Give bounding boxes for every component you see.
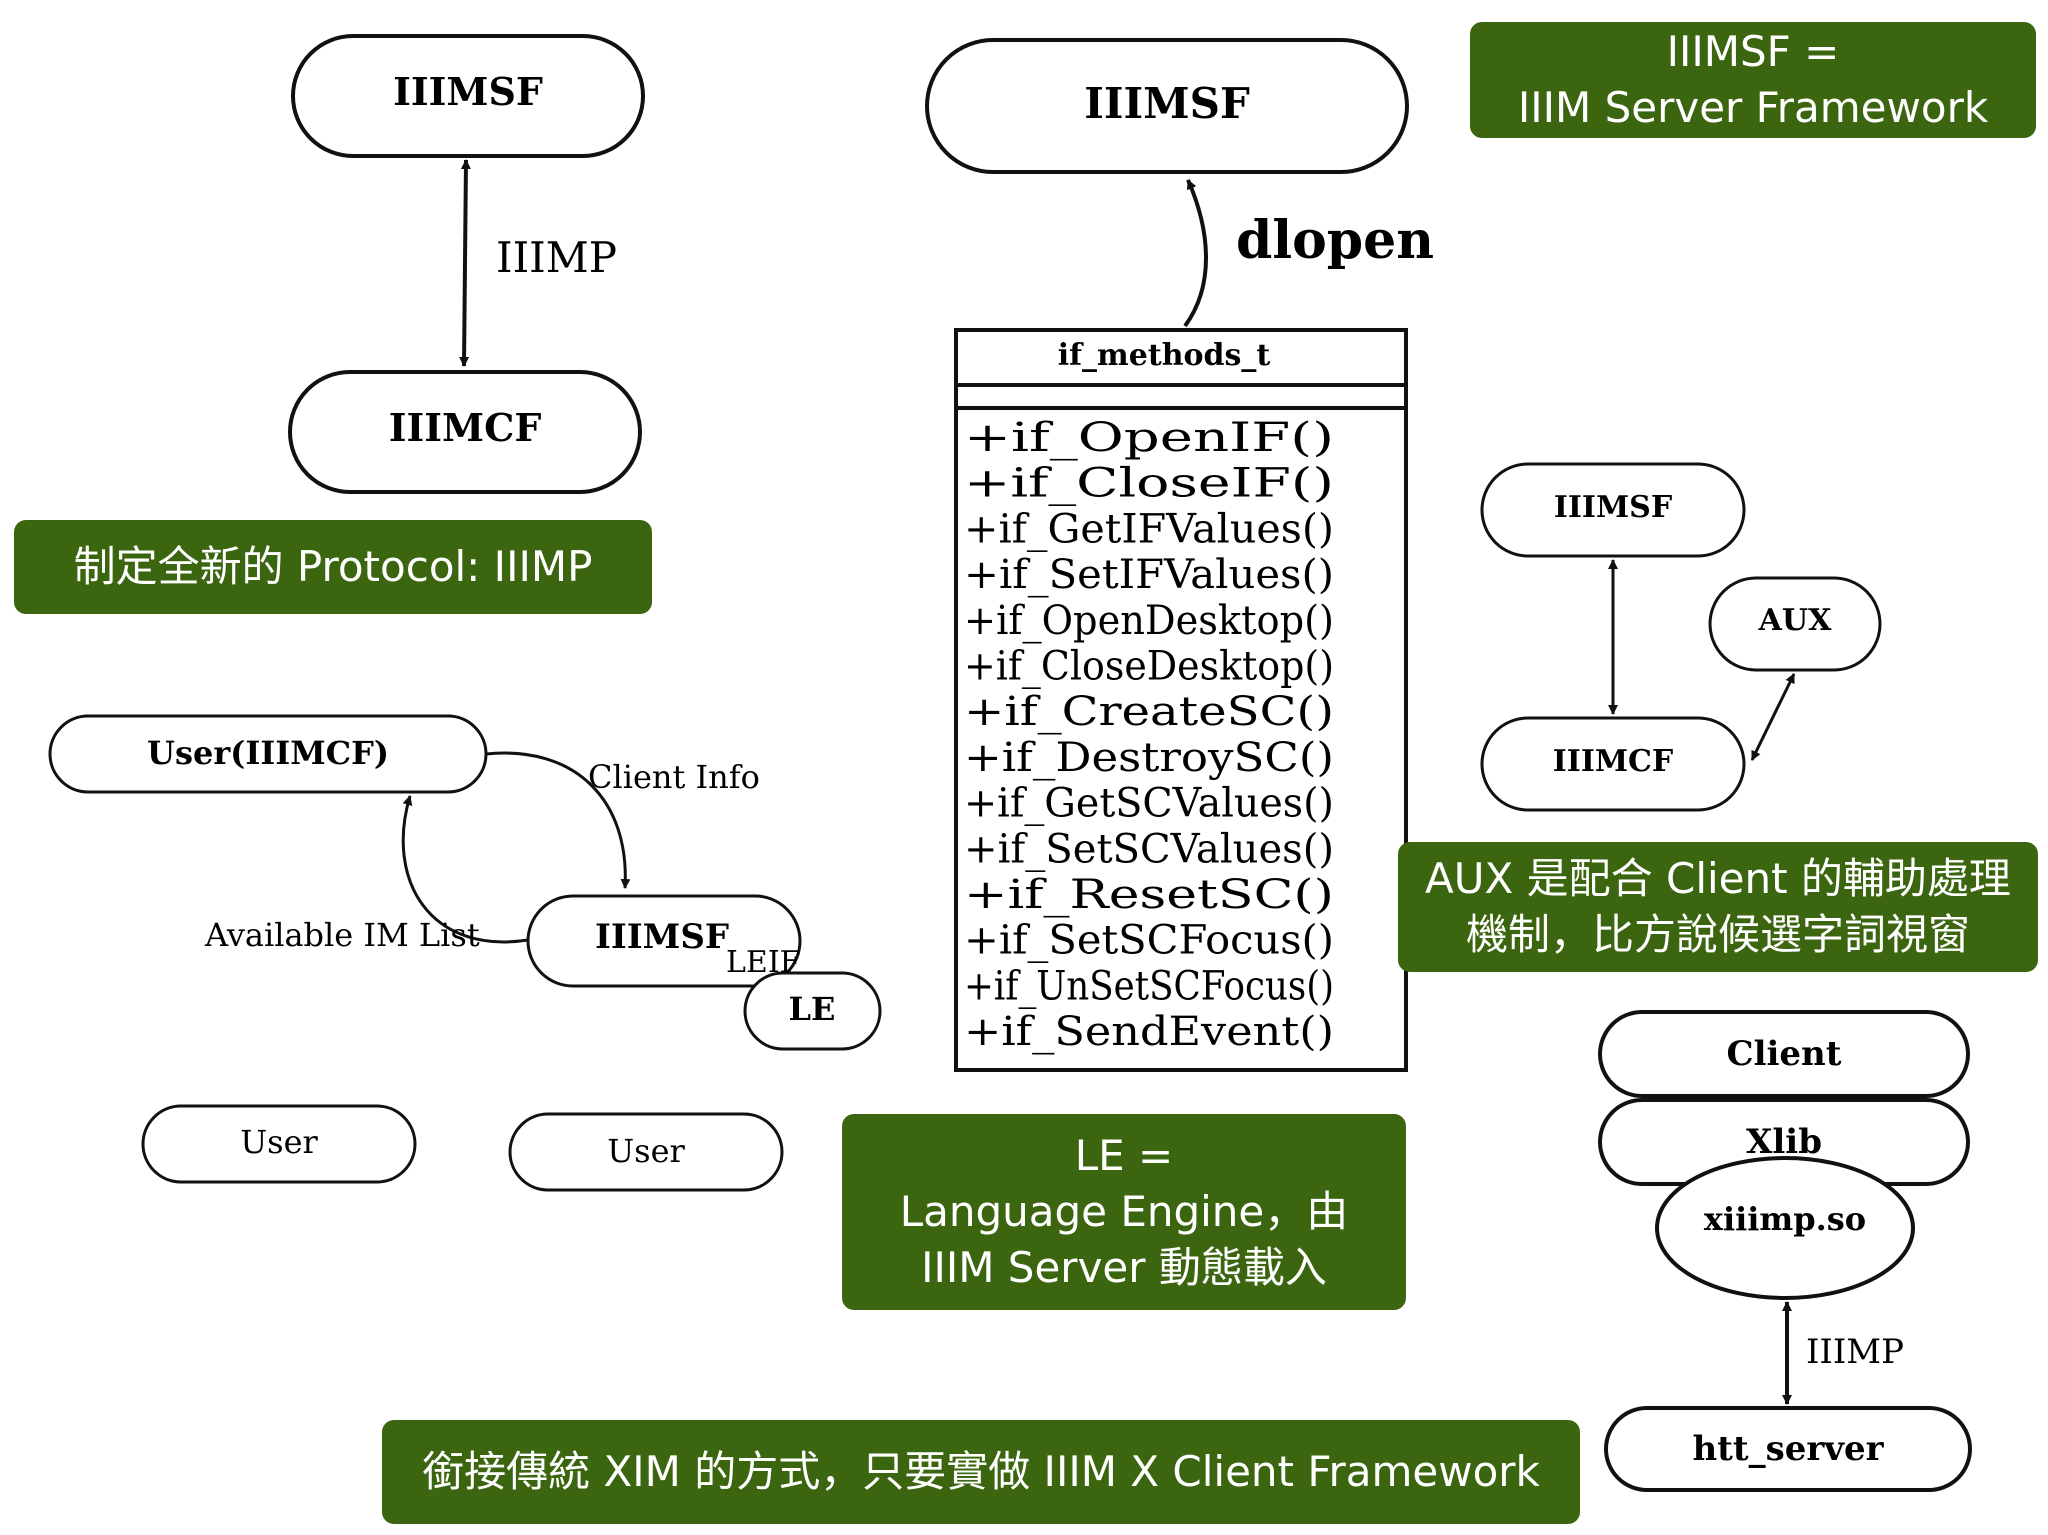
edge-iiimp-e-label: IIIMP (1806, 1332, 1904, 1372)
method-item: +if_CloseDesktop() (964, 644, 1334, 690)
class-box (954, 328, 1408, 1072)
node-iiimcf-a-label: IIIMCF (389, 405, 542, 450)
method-item: +if_SendEvent() (964, 1009, 1334, 1055)
edge-client-info-label: Client Info (588, 758, 760, 796)
method-item: +if_OpenDesktop() (964, 598, 1334, 644)
node-client-label: Client (1727, 1034, 1842, 1074)
node-iiimcf-d (1480, 716, 1746, 812)
node-aux (1708, 576, 1882, 672)
node-user-right (508, 1112, 784, 1192)
note-protocol: 制定全新的 Protocol: IIIMP (14, 520, 652, 614)
node-iiimsf-a (291, 34, 645, 158)
note-iiimsf-definition: IIIMSF = IIIM Server Framework (1470, 22, 2036, 138)
diagram-xim: Client Xlib xiiimp.so IIIMP htt_server (1598, 1010, 1972, 1492)
method-item: +if_CreateSC() (964, 689, 1334, 735)
method-list: +if_OpenIF()+if_CloseIF()+if_GetIFValues… (964, 415, 1334, 1055)
node-user-left (141, 1104, 417, 1184)
diagram-if-methods: IIIMSF dlopen if_methods_t +if_OpenIF()+… (925, 38, 1434, 1072)
node-user-left-label: User (240, 1123, 318, 1161)
node-leif-label: LEIF (726, 945, 801, 980)
method-item: +if_DestroySC() (964, 735, 1334, 781)
method-item: +if_CloseIF() (964, 461, 1334, 507)
node-user-iiimcf-label: User(IIIMCF) (147, 734, 389, 772)
node-iiimsf-d (1480, 462, 1746, 558)
node-client (1598, 1010, 1970, 1098)
diagram-le: User(IIIMCF) Client Info Available IM Li… (48, 714, 882, 1192)
node-le-label: LE (789, 990, 836, 1028)
edge-dlopen (1183, 179, 1208, 328)
method-item: +if_UnSetSCFocus() (964, 963, 1334, 1009)
node-aux-label: AUX (1758, 603, 1832, 638)
node-xlib-label: Xlib (1746, 1122, 1822, 1162)
method-item: +if_SetSCValues() (964, 826, 1334, 872)
node-xiiimp (1655, 1156, 1915, 1300)
node-iiimsf-a-label: IIIMSF (393, 69, 543, 114)
edge-iiimp-a (459, 159, 471, 367)
node-user-right-label: User (607, 1132, 685, 1170)
diagram-protocol: IIIMSF IIIMCF IIIMP (288, 34, 645, 494)
method-item: +if_GetIFValues() (964, 506, 1334, 552)
edge-dlopen-label: dlopen (1236, 210, 1434, 271)
note-aux: AUX 是配合 Client 的輔助處理 機制，比方說候選字詞視窗 (1398, 842, 2038, 972)
node-le (743, 971, 882, 1051)
node-xiiimp-label: xiiimp.so (1704, 1200, 1866, 1238)
method-item: +if_SetIFValues() (964, 552, 1334, 598)
edge-available-list-label: Available IM List (204, 916, 480, 954)
note-xim: 銜接傳統 XIM 的方式，只要實做 IIIM X Client Framewor… (382, 1420, 1580, 1524)
method-item: +if_ResetSC() (964, 872, 1334, 918)
edge-client-info (485, 751, 631, 889)
node-iiimsf-b (526, 894, 802, 988)
method-item: +if_OpenIF() (964, 415, 1334, 461)
edge-aux-cf-d (1750, 673, 1796, 761)
method-item: +if_GetSCValues() (964, 781, 1334, 827)
edge-available-list (401, 795, 529, 944)
node-htt-server-label: htt_server (1692, 1429, 1884, 1469)
note-le-definition: LE = Language Engine，由 IIIM Server 動態載入 (842, 1114, 1406, 1310)
node-iiimcf-a (288, 370, 642, 494)
class-name: if_methods_t (1058, 338, 1271, 373)
node-iiimsf-d-label: IIIMSF (1554, 490, 1672, 525)
node-iiimsf-b-label: IIIMSF (595, 917, 729, 957)
node-iiimsf-c (925, 38, 1409, 174)
edge-iiimp-a-label: IIIMP (496, 233, 617, 282)
method-item: +if_SetSCFocus() (964, 918, 1334, 964)
node-iiimsf-c-label: IIIMSF (1084, 79, 1250, 128)
node-htt-server (1604, 1406, 1972, 1492)
diagram-aux: IIIMSF AUX IIIMCF (1480, 462, 1882, 812)
node-iiimcf-d-label: IIIMCF (1553, 744, 1673, 779)
